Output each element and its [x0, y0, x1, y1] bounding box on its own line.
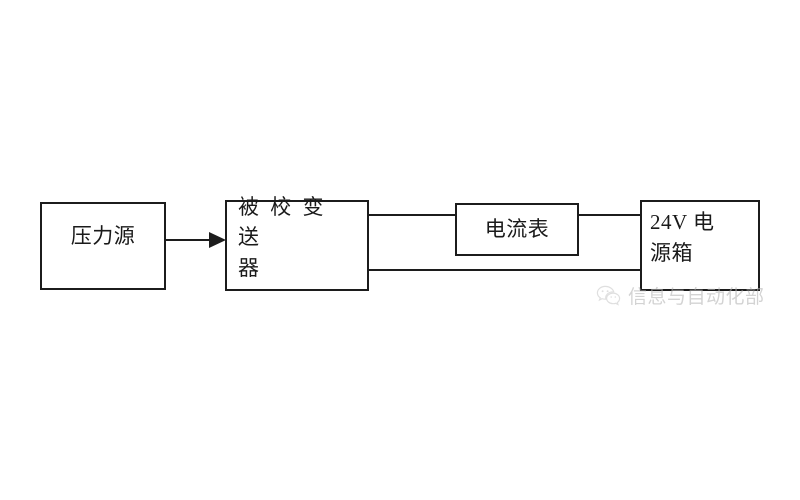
arrowhead-icon: [209, 232, 226, 248]
connector-transmitter-to-ammeter: [368, 214, 456, 216]
node-24v-power-supply-label: 24V 电 源箱: [650, 210, 715, 265]
connector-transmitter-to-power-supply-return: [368, 269, 641, 271]
node-pressure-source-label: 压力源: [70, 223, 136, 248]
node-ammeter-label: 电流表: [484, 217, 550, 242]
node-ammeter: 电流表: [455, 203, 579, 256]
node-transmitter-under-calibration: 被 校 变 送 器: [225, 195, 369, 291]
node-transmitter-label: 被 校 变 送 器: [238, 194, 327, 280]
connector-pressure-source-to-transmitter: [166, 239, 213, 241]
connector-ammeter-to-power-supply: [578, 214, 641, 216]
wechat-logo-icon: [596, 285, 621, 306]
node-pressure-source: 压力源: [40, 202, 166, 290]
node-24v-power-supply-box: 24V 电 源箱: [640, 200, 760, 291]
